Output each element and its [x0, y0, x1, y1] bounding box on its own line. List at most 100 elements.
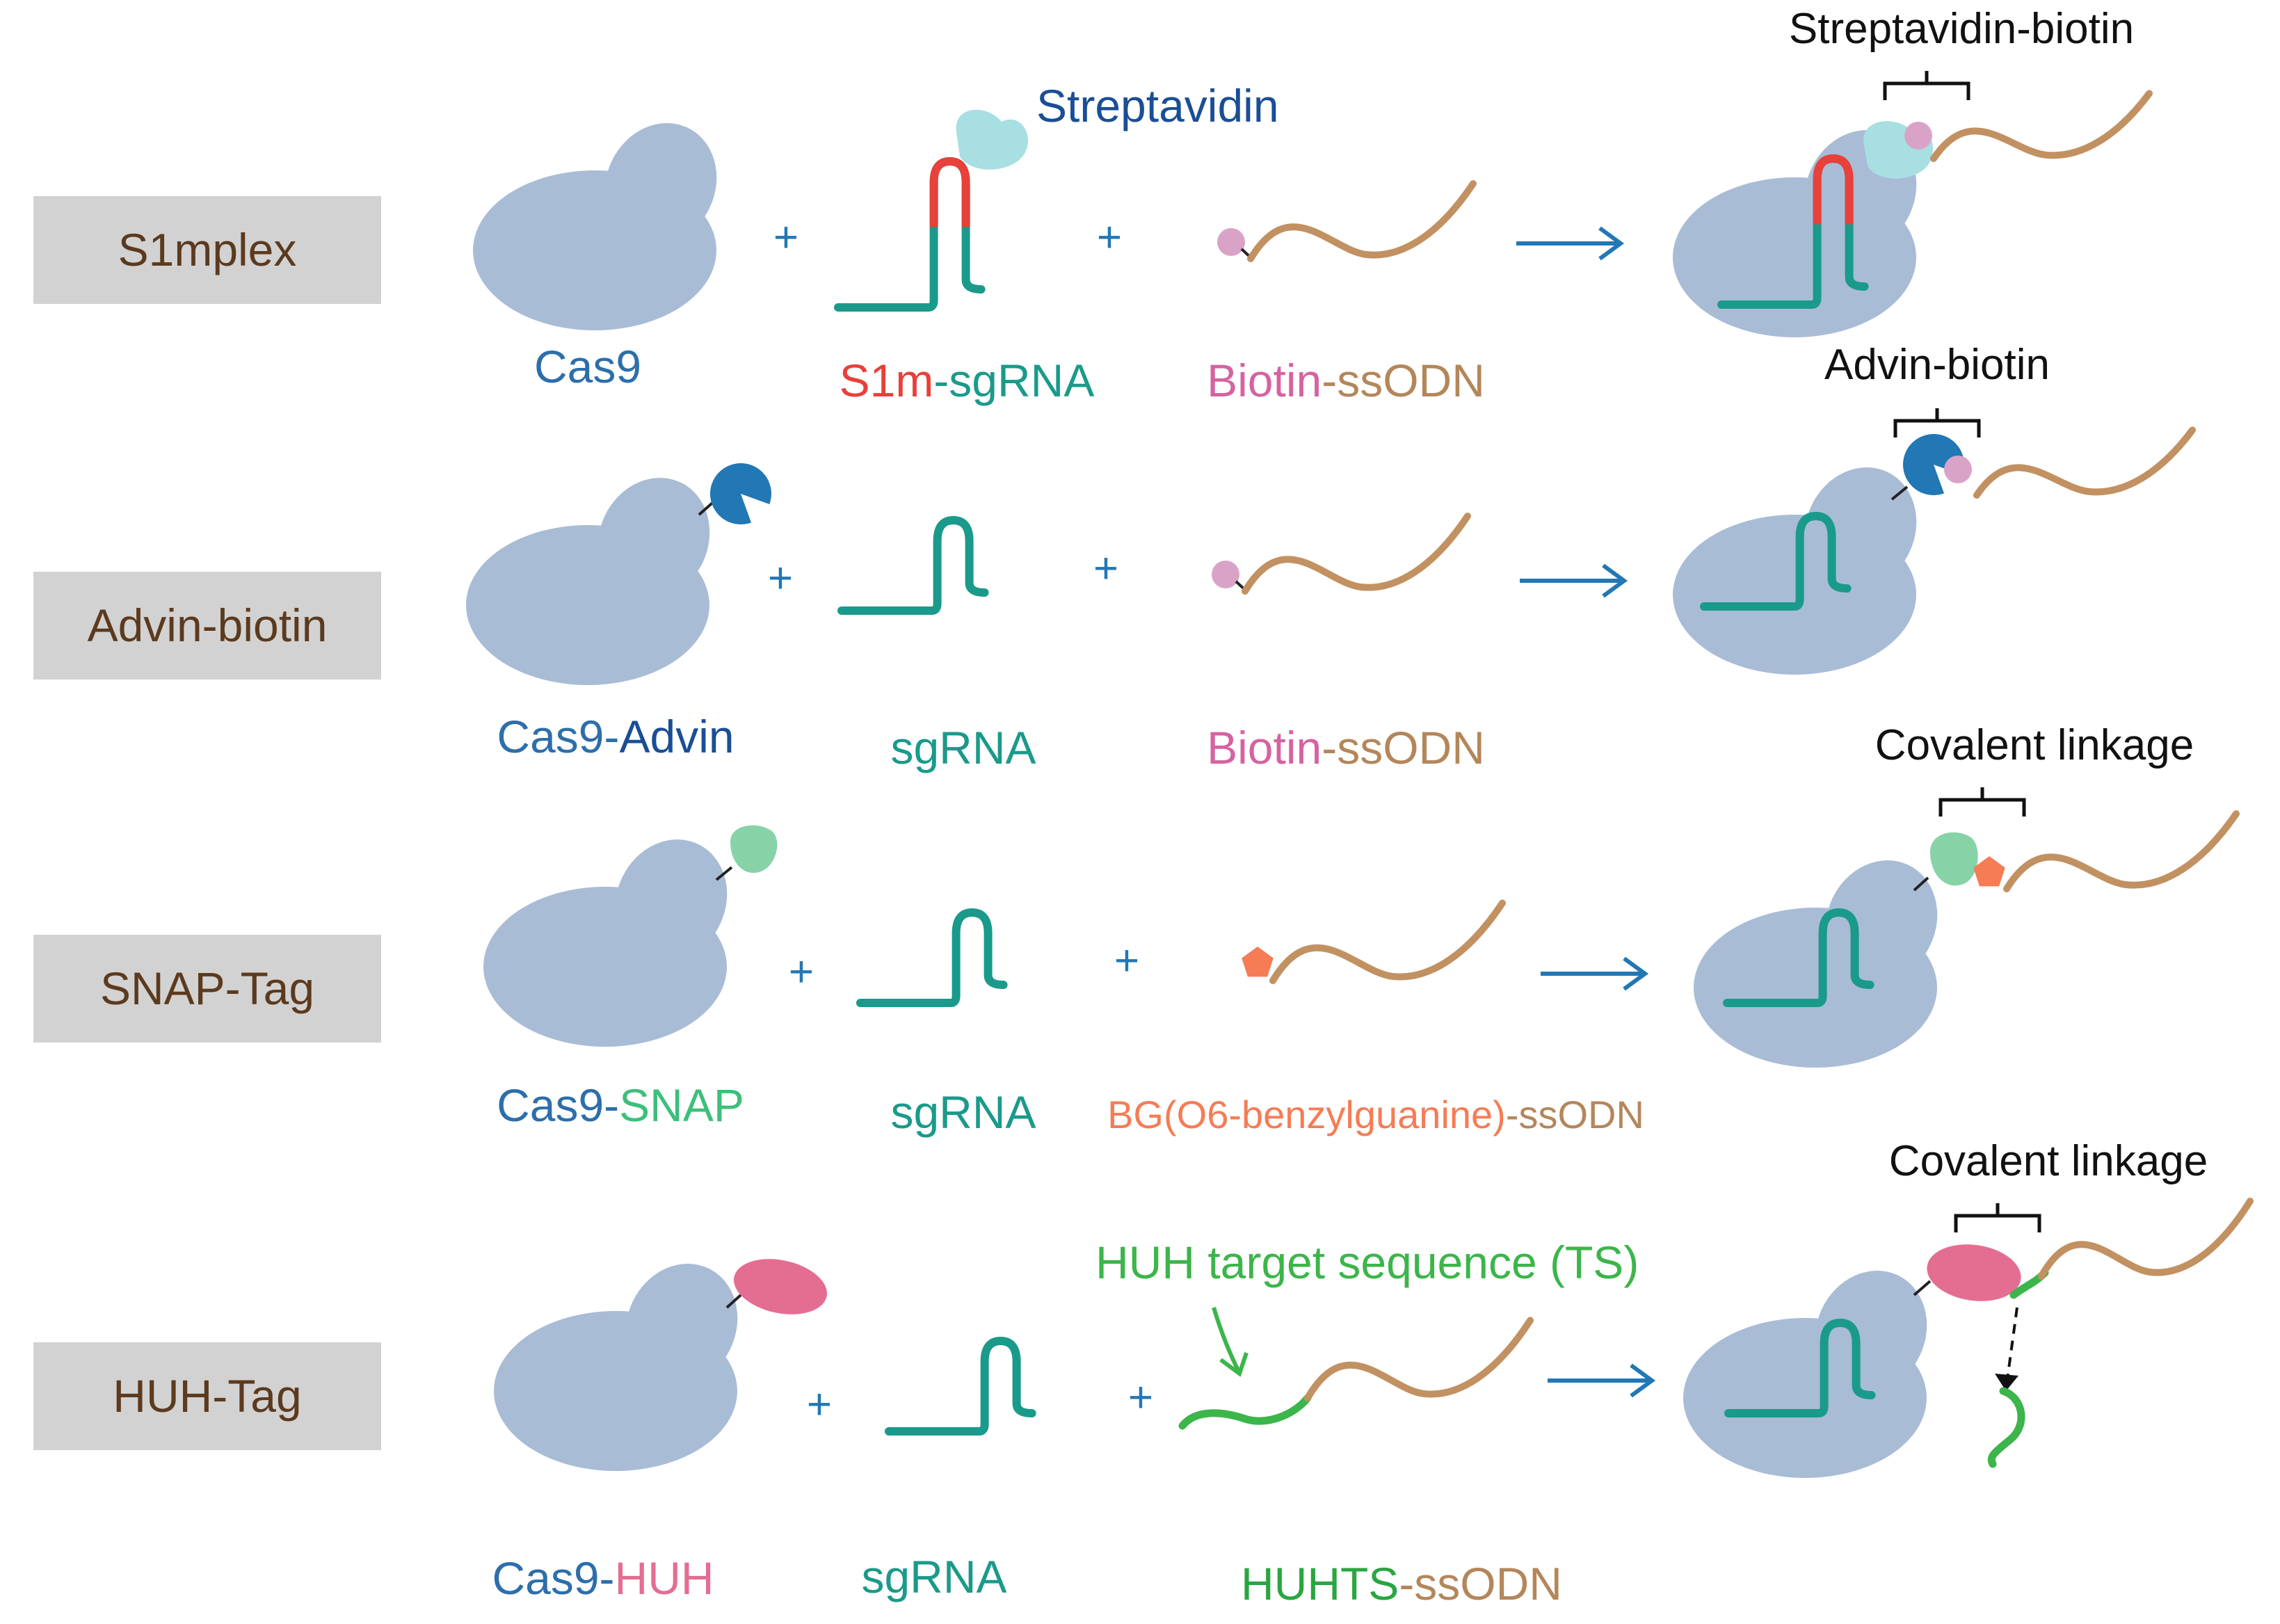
row-label: SNAP-Tag: [100, 963, 314, 1014]
protein-label: Cas9-SNAP: [497, 1079, 744, 1131]
cas9-body: [473, 170, 716, 330]
ssodn-strand: [2038, 1198, 2254, 1280]
advin-domain: [1903, 434, 1964, 495]
reaction-arrow-head: [1630, 1363, 1656, 1398]
donor-label: Biotin-ssODN: [1207, 355, 1485, 406]
bg-pentagon: [1242, 947, 1274, 977]
protein-label-part: Cas9-: [497, 1079, 619, 1131]
donor-label: BG(O6-benzylguanine)-ssODN: [1107, 1093, 1644, 1136]
donor-label-part: BG(O6-benzylguanine): [1107, 1093, 1506, 1136]
ssodn-strand: [1930, 90, 2153, 162]
reaction-arrow-head: [1602, 563, 1628, 598]
guide-label-part: S1m: [840, 355, 934, 406]
row-label-box: [33, 196, 381, 304]
protein-label-part: Cas9-: [497, 711, 619, 762]
sgrna-hairpin: [837, 516, 989, 615]
release-arrowhead: [1995, 1374, 2018, 1391]
guide-label-part: sgRNA: [890, 1086, 1036, 1138]
plus-sign: +: [1128, 1374, 1153, 1422]
guide-label-part: -sgRNA: [933, 355, 1094, 406]
protein-label-part: HUH: [615, 1552, 714, 1604]
cas9-body: [1694, 908, 1937, 1068]
donor-label: Biotin-ssODN: [1207, 722, 1485, 773]
ssodn-strand: [1973, 426, 2196, 499]
biotin-dot: [1904, 122, 1932, 150]
donor-label: HUHTS-ssODN: [1241, 1558, 1562, 1609]
biotin-dot: [1217, 228, 1245, 256]
sgrna-hairpin: [1723, 908, 1874, 1007]
donor-label-part: -ssODN: [1399, 1558, 1562, 1609]
row-label-box: [33, 935, 381, 1043]
linker: [725, 1294, 742, 1309]
release-arrow-shaft: [2005, 1307, 2018, 1385]
protein-label-part: Cas9-: [492, 1552, 614, 1604]
cas9-body: [1673, 515, 1916, 675]
linkage-bracket: [1938, 787, 2026, 817]
linkage-bracket: [1883, 71, 1970, 100]
reaction-arrow-head: [1623, 956, 1649, 991]
row-label: HUH-Tag: [113, 1370, 301, 1422]
sgrna-hairpin: [834, 157, 986, 312]
guide-label: sgRNA: [890, 1086, 1036, 1138]
donor-label-part: HUHTS: [1241, 1558, 1399, 1609]
protein-label: Cas9-HUH: [492, 1552, 714, 1604]
snap-domain: [730, 825, 778, 874]
plus-sign: +: [807, 1381, 832, 1429]
plus-sign: +: [1097, 214, 1122, 262]
huh-ts-segment: [1178, 1394, 1312, 1430]
s1m-aptamer: [1813, 154, 1854, 225]
plus-sign: +: [1093, 545, 1118, 593]
guide-label-part: sgRNA: [890, 722, 1036, 773]
linker: [1890, 485, 1909, 501]
donor-label-part: -ssODN: [1322, 722, 1485, 773]
ssodn-strand: [1242, 513, 1471, 595]
protein-label: Cas9-Advin: [497, 711, 734, 762]
biotin-dot: [1212, 561, 1239, 588]
guide-label: sgRNA: [861, 1551, 1006, 1602]
bg-pentagon: [1973, 856, 2005, 887]
donor-label-part: -ssODN: [1322, 355, 1485, 406]
row-advin-biotin: Advin-biotinCas9-Advin+sgRNA+Biotin-ssOD…: [33, 341, 2196, 773]
snap-domain: [1930, 832, 1978, 886]
ssodn-strand: [1269, 899, 1506, 984]
donor-label-part: Biotin: [1207, 722, 1322, 773]
ssodn-strand: [2003, 810, 2240, 892]
cas9-body: [466, 525, 709, 685]
plus-sign: +: [768, 554, 793, 602]
streptavidin-domain: [956, 109, 1029, 170]
advin-domain: [710, 463, 771, 525]
sgrna-hairpin: [1700, 512, 1852, 611]
protein-label: Cas9: [534, 341, 641, 392]
protein-label-part: SNAP: [619, 1079, 744, 1131]
ssodn-strand: [1247, 180, 1477, 262]
cas9-body: [1673, 177, 1916, 337]
guide-label-part: sgRNA: [861, 1551, 1006, 1602]
guide-label: S1m-sgRNA: [840, 355, 1095, 406]
sgrna-hairpin: [856, 908, 1008, 1007]
ts-pointer-arrowhead: [1219, 1352, 1249, 1377]
link-label: Covalent linkage: [1875, 721, 2194, 769]
guide-label: sgRNA: [890, 722, 1036, 773]
row-label: Advin-biotin: [88, 600, 328, 651]
plus-sign: +: [1114, 937, 1139, 985]
plus-sign: +: [789, 948, 814, 996]
row-label: S1mplex: [118, 224, 297, 275]
row-label-box: [33, 1342, 381, 1450]
linker: [1913, 876, 1929, 892]
link-label: Streptavidin-biotin: [1789, 5, 2134, 53]
streptavidin-label: Streptavidin: [1036, 80, 1279, 131]
linkage-bracket: [1954, 1203, 2041, 1232]
s1m-aptamer: [929, 156, 970, 227]
reaction-arrow-head: [1598, 226, 1625, 261]
huh-ts-label: HUH target sequence (TS): [1095, 1237, 1639, 1288]
cas9-body: [1683, 1318, 1927, 1478]
link-label: Advin-biotin: [1824, 341, 2050, 389]
protein-label-part: Cas9: [534, 341, 641, 392]
cas9-body: [483, 887, 727, 1047]
released-ts-fragment: [1987, 1387, 2025, 1468]
linker: [715, 866, 733, 881]
protein-label-part: Advin: [619, 711, 734, 762]
plus-sign: +: [773, 214, 798, 262]
